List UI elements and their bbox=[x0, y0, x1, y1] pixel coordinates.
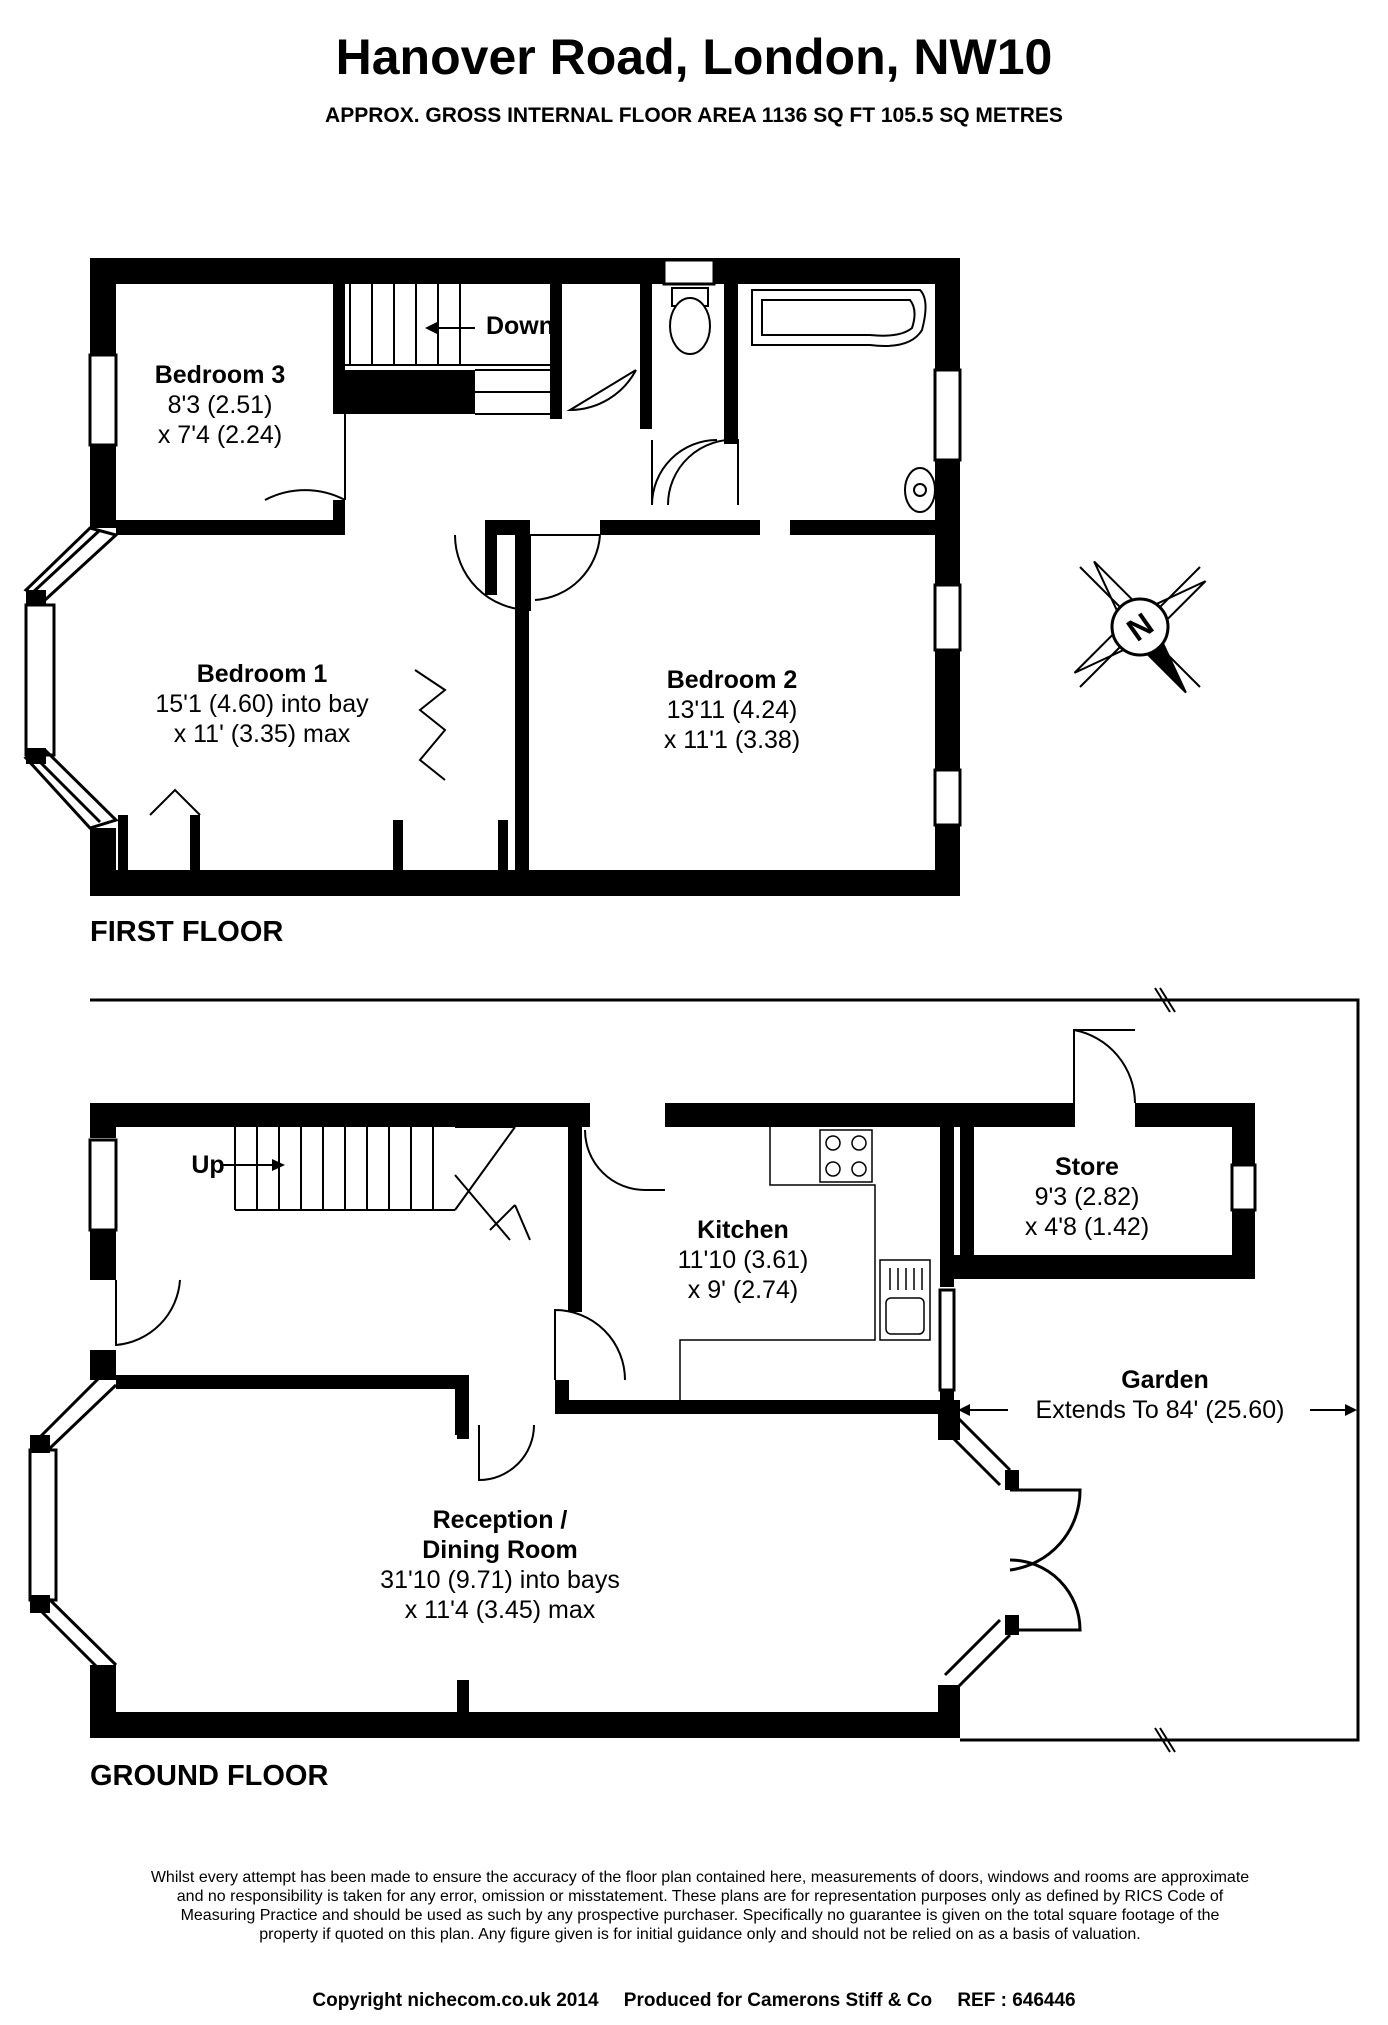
first-floor-stair-label: Down bbox=[486, 312, 554, 340]
produced-for-text: Produced for Camerons Stiff & Co bbox=[623, 1990, 933, 2011]
bedroom2-dim1: 13'11 (4.24) bbox=[667, 696, 798, 724]
ground-floor-doors bbox=[115, 1029, 1136, 1482]
ground-floor-windows bbox=[88, 1138, 1257, 1392]
plan-title: Hanover Road, London, NW10 bbox=[335, 29, 1053, 85]
bedroom2-name: Bedroom 2 bbox=[667, 666, 798, 694]
bathtub bbox=[751, 289, 927, 347]
first-floor-plan: Down Bedroom 3 8'3 (2.51) bbox=[23, 258, 962, 896]
kitchen-dim2: x 9' (2.74) bbox=[688, 1276, 798, 1304]
wc-toilet bbox=[669, 287, 711, 355]
reception-name-line1: Reception / bbox=[433, 1506, 568, 1534]
bedroom3-dim2: x 7'4 (2.24) bbox=[158, 421, 282, 449]
store-name: Store bbox=[1055, 1153, 1119, 1181]
garden-dim1: Extends To 84' (25.60) bbox=[1036, 1396, 1285, 1424]
bedroom1-dim2: x 11' (3.35) max bbox=[174, 720, 351, 748]
bedroom1-bay-window bbox=[23, 526, 120, 830]
reception-name-line2: Dining Room bbox=[422, 1536, 578, 1564]
first-floor-stairs bbox=[345, 284, 561, 415]
first-floor-windows bbox=[88, 258, 962, 827]
bedroom3-name: Bedroom 3 bbox=[155, 361, 286, 389]
kitchen-name: Kitchen bbox=[697, 1216, 789, 1244]
reception-dim1: 31'10 (9.71) into bays bbox=[380, 1566, 620, 1594]
bedroom1-dim1: 15'1 (4.60) into bay bbox=[155, 690, 369, 718]
disclaimer-text: Whilst every attempt has been made to en… bbox=[150, 1869, 1250, 1943]
reception-rear-bay bbox=[943, 1413, 1082, 1692]
ground-floor-label: GROUND FLOOR bbox=[90, 1760, 329, 1792]
compass-rose: N bbox=[1073, 560, 1207, 694]
copyright-text: Copyright nichecom.co.uk 2014 bbox=[312, 1990, 599, 2011]
store-dim2: x 4'8 (1.42) bbox=[1025, 1213, 1149, 1241]
reception-dim2: x 11'4 (3.45) max bbox=[405, 1596, 596, 1624]
ground-floor-stair-label: Up bbox=[191, 1151, 224, 1179]
first-floor-label: FIRST FLOOR bbox=[90, 916, 284, 948]
kitchen-units bbox=[679, 1127, 931, 1400]
bedroom3-dim1: 8'3 (2.51) bbox=[168, 391, 273, 419]
reception-front-bay bbox=[28, 1370, 118, 1677]
garden-name: Garden bbox=[1121, 1366, 1209, 1394]
bedroom1-name: Bedroom 1 bbox=[197, 660, 328, 688]
bedroom2-dim2: x 11'1 (3.38) bbox=[664, 726, 800, 754]
first-floor-walls bbox=[90, 258, 960, 896]
wash-basin bbox=[904, 467, 936, 513]
kitchen-dim1: 11'10 (3.61) bbox=[678, 1246, 809, 1274]
ground-floor-stairs bbox=[220, 1126, 531, 1241]
floor-area-subtitle: APPROX. GROSS INTERNAL FLOOR AREA 1136 S… bbox=[325, 104, 1063, 127]
footer-credits: Copyright nichecom.co.uk 2014 Produced f… bbox=[0, 1990, 1388, 2012]
first-floor-doors bbox=[149, 369, 739, 816]
reference-number: REF : 646446 bbox=[957, 1990, 1076, 2011]
store-dim1: 9'3 (2.82) bbox=[1035, 1183, 1140, 1211]
ground-floor-plan: Up bbox=[28, 987, 1360, 1753]
garden-boundary bbox=[90, 987, 1360, 1753]
